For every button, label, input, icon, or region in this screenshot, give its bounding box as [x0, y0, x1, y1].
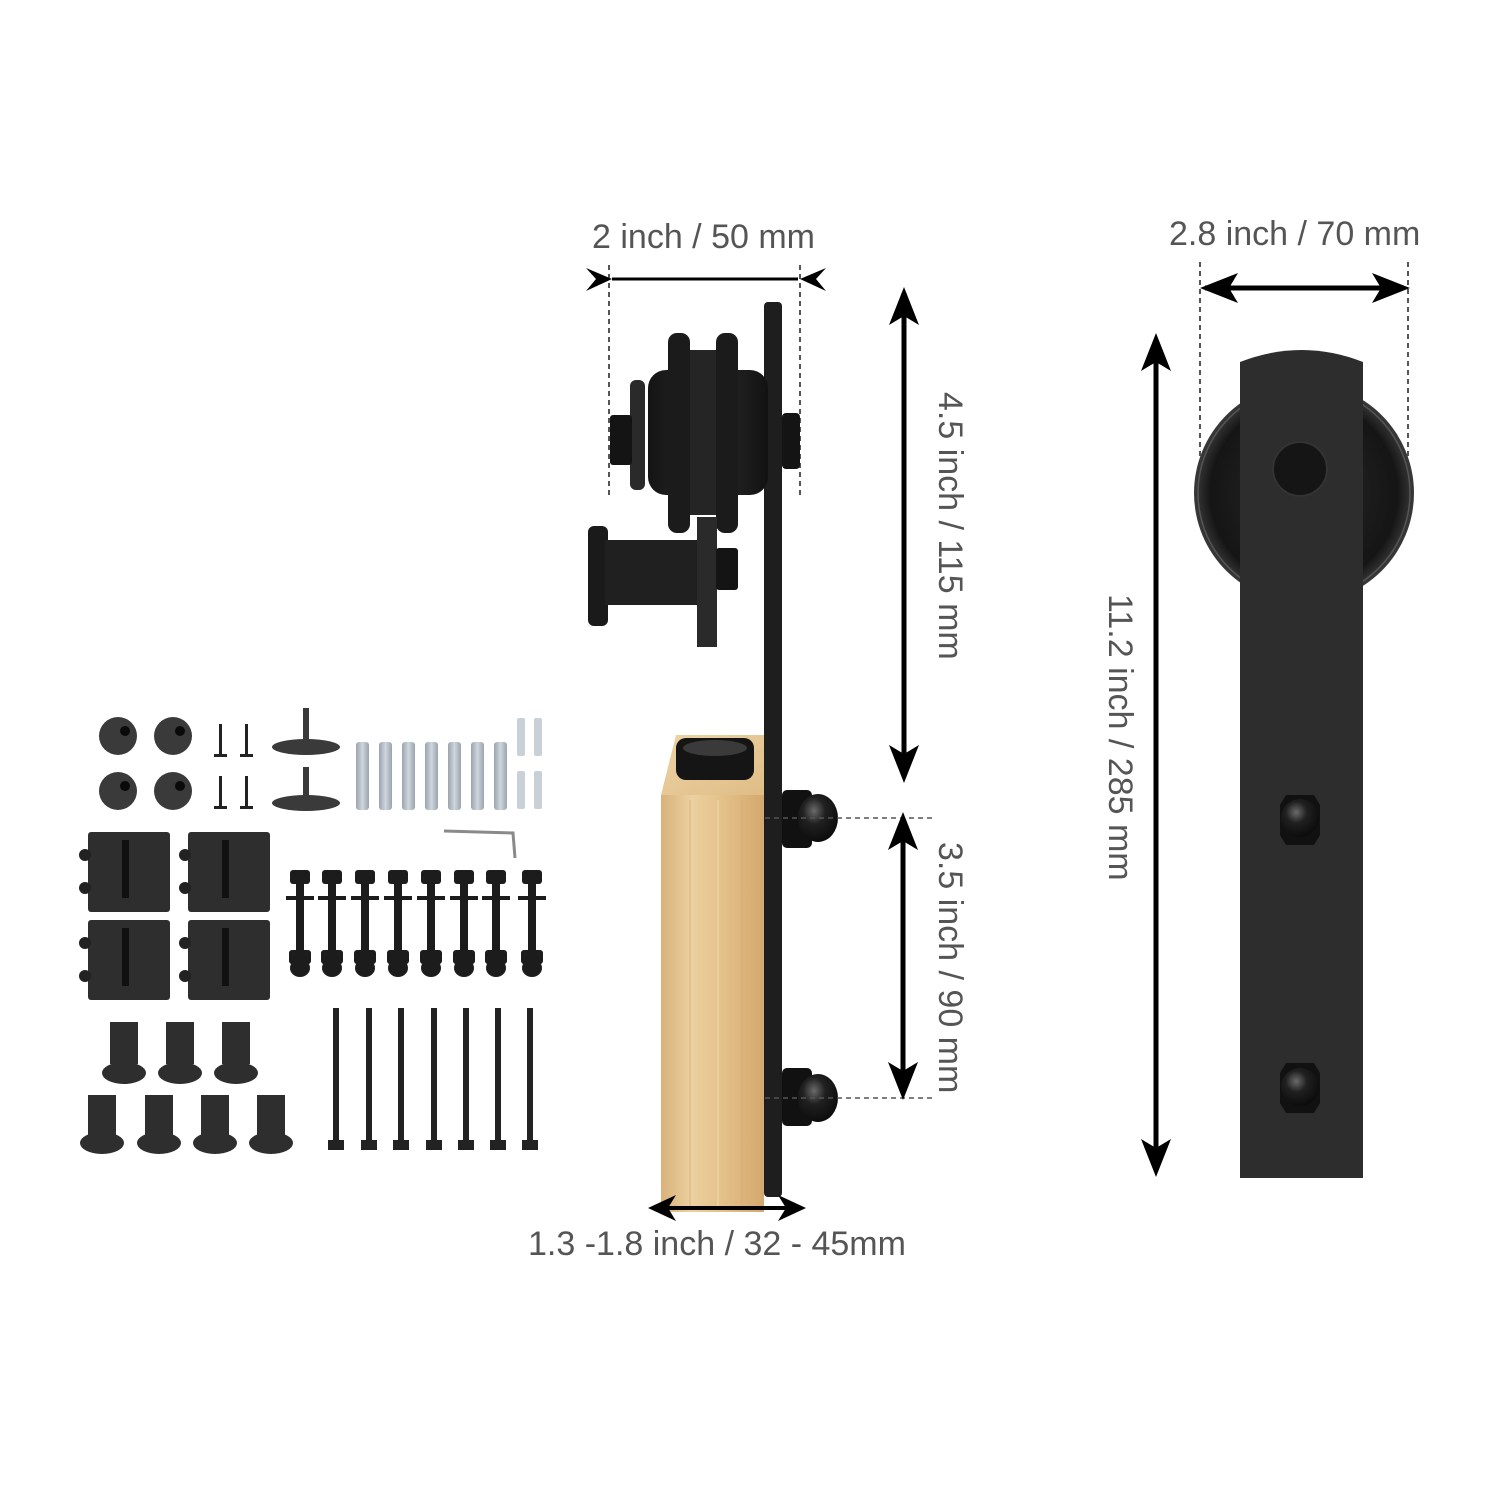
- hex-key: [443, 829, 517, 859]
- door-thickness-dimension: [648, 1195, 806, 1221]
- large-wall-anchors: [356, 742, 507, 810]
- parts-kit: [79, 708, 546, 1154]
- front-view: [1141, 262, 1414, 1178]
- bolt-spacing-label: 3.5 inch / 90 mm: [931, 842, 969, 1094]
- front-acorn-bolt-lower: [1280, 1063, 1320, 1113]
- spacers: [80, 1022, 293, 1154]
- strap-width-label: 2.8 inch / 70 mm: [1169, 215, 1421, 253]
- bolts-with-acorn-nuts: [286, 870, 546, 977]
- acorn-nut-upper: [782, 790, 838, 848]
- total-height-label: 11.2 inch / 285 mm: [1101, 594, 1139, 881]
- wheel-height-label: 4.5 inch / 115 mm: [931, 392, 969, 660]
- anti-jump-block: [588, 517, 738, 647]
- axle-cap: [1272, 441, 1328, 497]
- hanger-strap-front: [1240, 350, 1363, 1178]
- round-stoppers: [99, 717, 192, 810]
- t-floor-guides: [272, 708, 340, 811]
- hanger-strap-side: [764, 302, 782, 1197]
- door-thickness-label: 1.3 -1.8 inch / 32 - 45mm: [528, 1225, 906, 1263]
- small-wall-anchors: [517, 718, 542, 809]
- roller-wheel: [610, 333, 800, 533]
- rail-stop-brackets: [79, 832, 270, 1000]
- roller-width-label: 2 inch / 50 mm: [592, 218, 815, 256]
- lag-screws: [328, 1008, 538, 1150]
- bolt-spacing-dimension: [765, 812, 935, 1100]
- wheel-height-dimension: [889, 287, 919, 783]
- strap-width-dimension: [1199, 262, 1410, 490]
- total-height-dimension: [1141, 333, 1171, 1177]
- side-view: [586, 265, 935, 1221]
- small-wood-screws: [214, 724, 253, 809]
- door-panel-wood: [661, 735, 764, 1212]
- acorn-nut-lower: [782, 1068, 838, 1126]
- front-acorn-bolt-upper: [1280, 795, 1320, 845]
